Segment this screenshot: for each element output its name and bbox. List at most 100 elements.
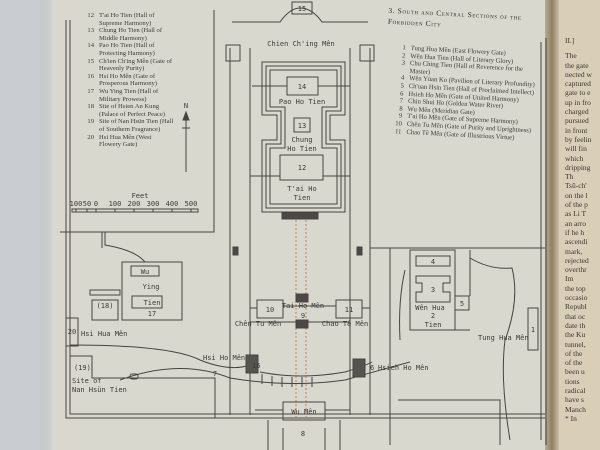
- scale-tick-label: 500: [185, 200, 198, 208]
- map-label-tai-ho: T'ai Ho: [287, 185, 317, 193]
- map-label-hsieh-ho-men: Hsieh Ho Mên: [378, 364, 429, 372]
- facing-page-line: of the p: [565, 200, 588, 210]
- facing-page-line: of the: [565, 358, 583, 368]
- legend-number: 19: [87, 118, 94, 126]
- map-label-n20: 20: [68, 328, 76, 336]
- facing-page-line: up in fro: [565, 97, 591, 107]
- map-label-n17: 17: [148, 310, 156, 318]
- map-label-ho-tien-13: Ho Tien: [287, 145, 317, 153]
- map-label-n18: (18): [97, 302, 114, 310]
- legend-text: Chung Ho Tien (Hall of Middle Harmony): [99, 27, 163, 42]
- scale-bar: [71, 208, 199, 213]
- facing-page-line: by feelin: [565, 134, 592, 144]
- gate-20-box: [65, 317, 79, 347]
- facing-page-line: nected w: [565, 69, 592, 79]
- facing-page-line: ascendi: [565, 237, 588, 247]
- legend-text: Site of Nan Hsün Tien (Hall of Southern …: [99, 118, 174, 133]
- map-label-n16: 16: [252, 362, 260, 370]
- legend-text: Pao Ho Tien (Hall of Protecting Harmony): [99, 42, 155, 57]
- facing-page-line: on the l: [565, 190, 588, 200]
- map-label-n2: 2: [431, 312, 435, 320]
- legend-text: Site of Hsien An Kung (Palace of Perfect…: [99, 103, 166, 118]
- legend-item: 13 Chung Ho Tien (Hall of Middle Harmony): [80, 27, 174, 42]
- legend-item: 19 Site of Nan Hsün Tien (Hall of Souther…: [80, 118, 174, 133]
- map-label-wu-men: Wu Mên: [291, 408, 316, 416]
- facing-page-line: pursued: [565, 116, 589, 126]
- east-area: [370, 247, 545, 445]
- facing-page-line: rejected: [565, 255, 589, 265]
- legend-number: 20: [87, 133, 94, 141]
- compass-north-label: N: [184, 102, 188, 110]
- map-label-n9: 9: [301, 312, 305, 320]
- facing-page-line: have s: [565, 395, 584, 405]
- facing-page-line: the gate: [565, 60, 589, 70]
- facing-page-line: an arro: [565, 218, 587, 228]
- legend-text: Wu Ying Tien (Hall of Military Prowess): [99, 87, 159, 103]
- legend-text: Hsi Hua Mên (West Flowery Gate): [99, 133, 152, 149]
- hall-13-box: [293, 117, 311, 133]
- scale-tick-label: 50: [83, 200, 91, 208]
- legend-item: 20 Hsi Hua Mên (West Flowery Gate): [80, 134, 174, 149]
- facing-page-line: Manch: [565, 404, 586, 414]
- map-label-chen-tu-men: Chên Tu Mên: [235, 320, 281, 328]
- legend-number: 13: [87, 27, 94, 35]
- legend-number: 14: [87, 42, 94, 50]
- map-label-chien-ching-men: Chien Ch'ing Mên: [267, 40, 334, 48]
- facing-page-line: Th: [565, 172, 574, 182]
- scale-tick-label: 400: [166, 200, 179, 208]
- facing-page-line: radical: [565, 385, 586, 395]
- facing-page-line: tunnel,: [565, 339, 586, 349]
- map-label-site-of: Site of: [72, 377, 102, 385]
- map-label-n8: 8: [301, 430, 305, 438]
- wu-men-box: [282, 401, 326, 421]
- facing-page-line: charged: [565, 107, 589, 117]
- legend-number: 16: [87, 72, 94, 80]
- facing-page-line: gate to e: [565, 88, 591, 98]
- map-label-n12: 12: [298, 164, 306, 172]
- facing-page-line: that oc: [565, 311, 586, 321]
- wu-ying-tien-complex: [121, 261, 183, 321]
- book-spine: [545, 0, 559, 450]
- legend-number: 12: [87, 12, 94, 19]
- facing-page-line: date th: [565, 320, 586, 330]
- scale-tick-label: 100: [70, 200, 83, 208]
- map-label-ying: Ying: [143, 283, 160, 291]
- facing-page-line: if he h: [565, 227, 585, 237]
- facing-page-line: been u: [565, 367, 585, 377]
- legend-item: 18 Site of Hsien An Kung (Palace of Perfe…: [80, 103, 174, 118]
- legend-number: 18: [87, 103, 94, 111]
- map-label-n13: 13: [298, 122, 306, 130]
- map-label-n11: 11: [345, 306, 353, 314]
- map-label-n1: 1: [531, 326, 535, 334]
- gate-11-box: [335, 299, 363, 319]
- map-label-tien-12: Tien: [294, 194, 311, 202]
- legend-text: Ch'ien Ch'ing Mên (Gate of Heavenly Puri…: [99, 57, 173, 73]
- map-label-wu: Wu: [141, 268, 149, 276]
- map-label-n3: 3: [431, 286, 435, 294]
- facing-page-line: as Li T: [565, 209, 587, 219]
- gate-1-box: [527, 307, 539, 351]
- map-label-tien-2: Tien: [425, 321, 442, 329]
- map-label-tung-hua-men: Tung Hua Mên: [478, 334, 529, 342]
- golden-water-river: [119, 361, 411, 385]
- scale-tick-label: 0: [94, 200, 98, 208]
- facing-page-line: Tsŭ-ch': [565, 181, 587, 191]
- scale-tick-label: 100: [109, 200, 122, 208]
- facing-page-line: Republ: [565, 302, 587, 312]
- gate-15-box: [291, 1, 313, 15]
- map-label-hsi-ho-men: Hsi Ho Mên: [203, 354, 245, 362]
- facing-page-line: in front: [565, 125, 588, 135]
- map-label-pao-ho-tien: Pao Ho Tien: [279, 98, 325, 106]
- map-label-n10: 10: [266, 306, 274, 314]
- map-label-n4: 4: [431, 258, 435, 266]
- map-label-tai-ho-men: Tai Ho Mên: [282, 302, 324, 310]
- facing-page-line: occasio: [565, 293, 588, 303]
- west-area: [65, 232, 216, 418]
